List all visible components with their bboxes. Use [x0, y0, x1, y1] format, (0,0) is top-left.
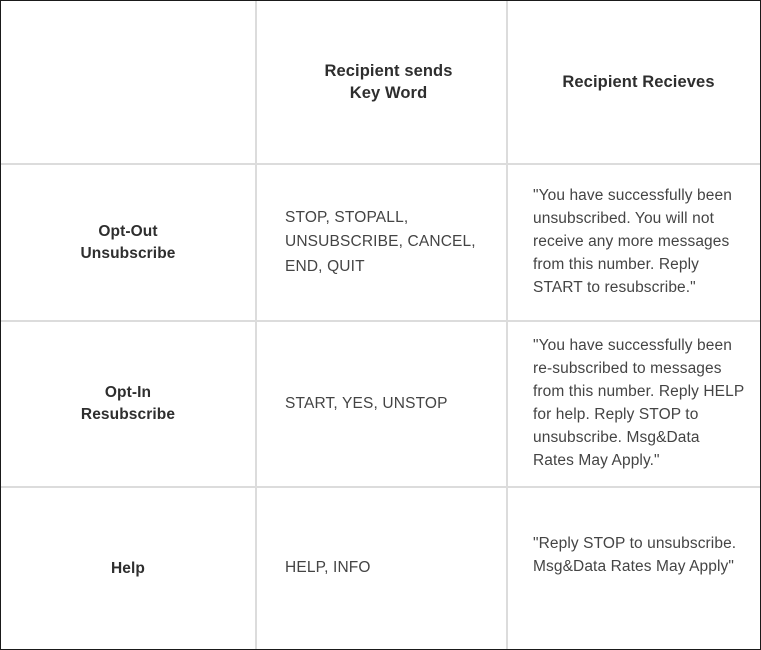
header-message-label: Recipient Recieves	[562, 72, 715, 91]
message-text: "You have successfully been re-subscribe…	[533, 337, 744, 469]
header-cell-keyword: Recipient sends Key Word	[255, 1, 507, 165]
category-label: Opt-Out Unsubscribe	[2, 221, 254, 264]
row-category-cell: Opt-Out Unsubscribe	[1, 164, 256, 322]
keyword-text: STOP, STOPALL, UNSUBSCRIBE, CANCEL, END,…	[285, 209, 476, 275]
header-keyword-line2: Key Word	[349, 84, 428, 102]
category-label: Opt-In Resubscribe	[2, 382, 254, 425]
row-keyword-cell: STOP, STOPALL, UNSUBSCRIBE, CANCEL, END,…	[255, 164, 507, 322]
row-category-cell: Help	[1, 487, 256, 649]
category-line1: Opt-Out	[98, 222, 158, 240]
row-message-cell: "You have successfully been re-subscribe…	[506, 321, 760, 488]
row-keyword-cell: START, YES, UNSTOP	[255, 321, 507, 488]
row-keyword-cell: HELP, INFO	[255, 487, 507, 649]
table-header-row: Recipient sends Key Word Recipient Recie…	[1, 1, 760, 165]
table-row: Help HELP, INFO "Reply STOP to unsubscri…	[1, 487, 760, 649]
table-row: Opt-Out Unsubscribe STOP, STOPALL, UNSUB…	[1, 164, 760, 322]
message-text: "You have successfully been unsubscribed…	[533, 187, 732, 296]
category-line2: Resubscribe	[80, 406, 176, 423]
category-label: Help	[111, 559, 145, 577]
category-line1: Opt-In	[104, 384, 152, 402]
keyword-text: START, YES, UNSTOP	[285, 394, 448, 412]
header-keyword-line1: Recipient sends	[324, 61, 453, 80]
header-cell-message: Recipient Recieves	[506, 1, 760, 165]
table-row: Opt-In Resubscribe START, YES, UNSTOP "Y…	[1, 321, 760, 488]
category-line2: Unsubscribe	[80, 244, 176, 262]
header-cell-empty	[1, 1, 256, 165]
message-text: "Reply STOP to unsubscribe. Msg&Data Rat…	[533, 534, 737, 575]
row-message-cell: "Reply STOP to unsubscribe. Msg&Data Rat…	[506, 487, 760, 649]
keyword-text: HELP, INFO	[285, 559, 371, 577]
row-message-cell: "You have successfully been unsubscribed…	[506, 164, 760, 322]
row-category-cell: Opt-In Resubscribe	[1, 321, 256, 488]
header-keyword-label: Recipient sends Key Word	[285, 60, 492, 105]
